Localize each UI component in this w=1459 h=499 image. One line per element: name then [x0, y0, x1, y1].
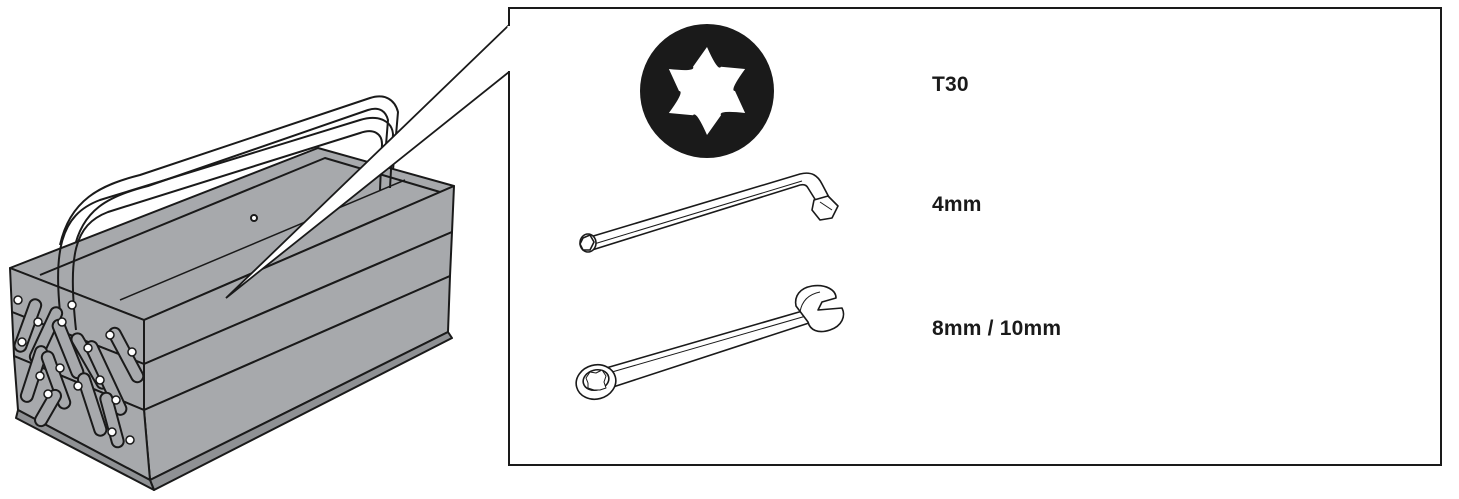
torx-bit-icon	[640, 24, 774, 158]
hex-key-icon	[579, 172, 839, 253]
tool-label-4mm: 4mm	[932, 193, 982, 216]
tool-label-t30: T30	[932, 73, 969, 96]
combination-wrench-icon	[575, 284, 845, 401]
callout-pointer	[225, 24, 510, 299]
toolbox-icon	[9, 95, 455, 491]
tool-label-8mm-10mm: 8mm / 10mm	[932, 317, 1062, 340]
